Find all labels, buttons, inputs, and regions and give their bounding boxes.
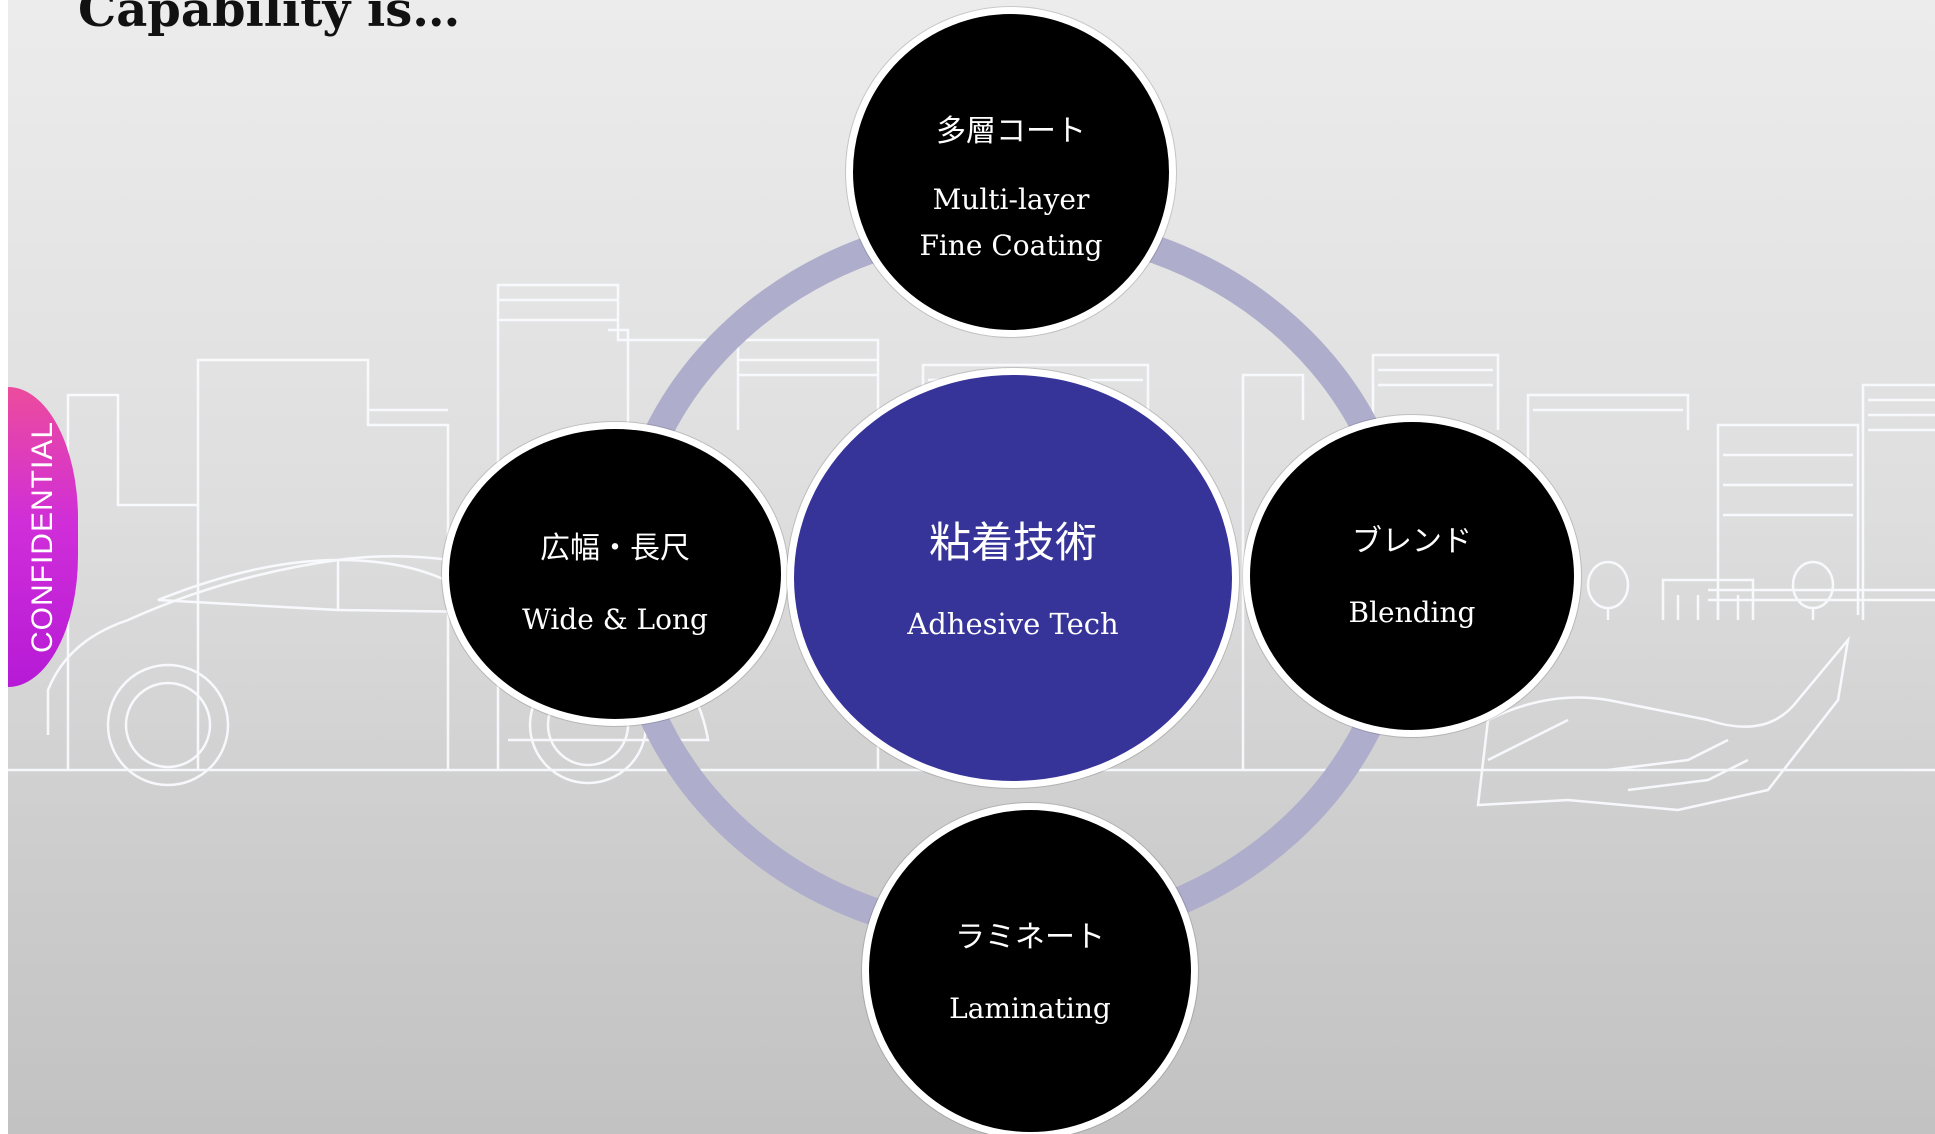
node-adhesive-tech-center: 粘着技術 Adhesive Tech (787, 368, 1239, 788)
node-multilayer-coating: 多層コート Multi-layer Fine Coating (846, 7, 1176, 337)
slide-title: Capability is… (78, 0, 461, 38)
node-center-jp-label: 粘着技術 (928, 518, 1097, 567)
node-left-jp-label: 広幅・長尺 (540, 531, 690, 566)
node-wide-long: 広幅・長尺 Wide & Long (442, 422, 788, 726)
node-right-jp-label: ブレンド (1352, 524, 1472, 559)
node-left-en-label: Wide & Long (522, 603, 708, 636)
node-top-jp-label: 多層コート (936, 114, 1086, 149)
node-right-en-label: Blending (1348, 596, 1476, 629)
slide: Capability is… CONFIDENTIAL 多層コート Multi-… (8, 0, 1935, 1134)
node-bottom-en-label: Laminating (949, 992, 1111, 1025)
node-blending: ブレンド Blending (1243, 415, 1581, 737)
node-bottom-jp-label: ラミネート (955, 920, 1105, 955)
node-top-en-label: Multi-layer Fine Coating (919, 183, 1103, 262)
node-laminating: ラミネート Laminating (862, 803, 1198, 1134)
node-center-en-label: Adhesive Tech (907, 607, 1119, 641)
